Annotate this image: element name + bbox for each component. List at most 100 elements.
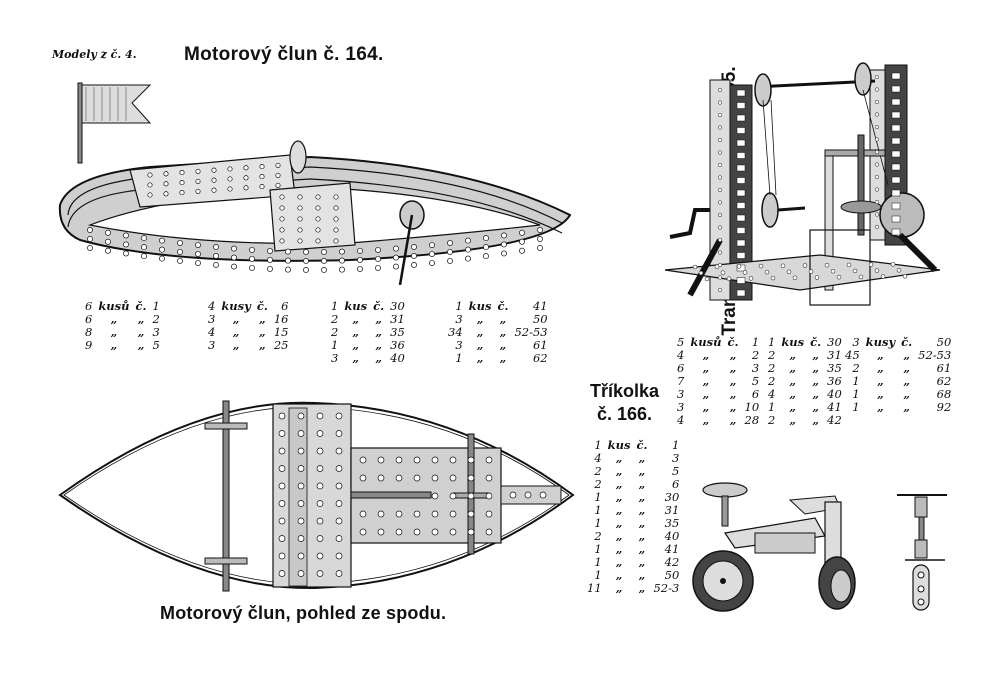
part-number-label: „ [903,400,910,414]
part-number: 16 [273,312,289,326]
part-number: 1 [751,335,760,349]
part-number-label: „ [903,374,910,388]
hole [315,194,321,200]
parts-row: 3„„61 [445,339,551,352]
part-quantity: 1 [852,374,860,388]
hole [717,175,723,180]
part-quantity: 2 [331,312,339,326]
hole [275,162,281,168]
part-quantity: 6 [85,299,93,313]
hole [802,263,808,268]
hole [717,150,723,155]
part-unit: „ [702,413,710,427]
hole [537,227,543,233]
part-number: 3 [751,361,760,375]
hole [467,474,475,482]
hole [717,87,723,93]
hole [890,262,896,267]
hole [123,250,129,257]
crank-handle [669,208,710,239]
hole [243,165,249,171]
part-unit: „ [877,348,884,362]
tricycle-title: Tříkolka č. 166. [590,380,659,426]
parts-row: 45„„52-53 [842,349,954,362]
hole [335,412,343,420]
part-number-label: „ [375,312,382,326]
part-unit: „ [702,348,710,362]
hole [429,242,435,249]
hole [429,251,435,258]
part-quantity: 1 [594,568,602,582]
hole [874,212,880,217]
hole [429,260,435,267]
part-number-label: „ [638,503,646,517]
hole [227,176,233,182]
hole [736,277,746,284]
hole [377,456,385,464]
part-number-label: „ [137,338,145,352]
hole [333,227,339,233]
hole [297,500,305,507]
hole [195,188,201,194]
hole [278,412,286,420]
hole [874,99,880,105]
part-number-label: „ [729,348,737,362]
hole [874,137,880,142]
parts-row: 2„„5 [584,465,682,478]
hole [339,266,345,273]
hole [714,264,720,269]
part-number: 2 [751,348,760,362]
parts-row: 2„„40 [584,530,682,543]
part-number: 36 [827,374,842,388]
part-number: 15 [273,325,289,339]
hole [874,199,880,205]
hole [891,228,901,236]
parts-row: 11„„52-3 [584,582,682,595]
hole [736,89,746,97]
hole [704,276,710,282]
hole [483,235,489,242]
part-unit: kusů [690,335,722,349]
hole [736,227,746,234]
part-quantity: 1 [594,490,602,504]
part-unit: „ [352,338,360,352]
part-quantity: 1 [594,516,602,530]
part-unit: „ [476,338,484,352]
part-number-label: „ [903,361,910,375]
part-quantity: 2 [594,477,602,491]
hole [519,238,525,245]
hole [211,177,217,183]
hole [315,205,321,211]
hole [335,517,343,525]
hole [780,263,786,269]
hole [357,265,363,272]
tricycle-illustration [692,482,856,612]
part-number-label: „ [499,325,507,339]
boat-underside-illustration [58,400,575,592]
hole [303,258,309,264]
part-quantity: 45 [845,348,860,362]
hole [231,254,237,261]
part-number: 6 [751,387,760,401]
part-quantity: 2 [768,413,776,427]
hole [213,244,219,250]
hole [243,185,249,191]
pulley-lower-left [761,192,779,228]
hole [411,253,417,259]
hole [717,287,723,293]
part-quantity: 1 [331,299,339,313]
part-number-label: „ [729,413,737,427]
part-quantity: 1 [594,503,602,517]
hole [375,255,381,262]
part-unit: „ [789,374,797,388]
hole [163,191,169,197]
part-number: 3 [671,451,680,465]
part-quantity: 2 [768,348,776,362]
strip-holes [87,162,543,273]
hole [297,238,303,244]
hole [858,274,864,280]
part-quantity: 4 [768,387,776,401]
hole [874,149,880,155]
part-number: 36 [390,338,405,352]
